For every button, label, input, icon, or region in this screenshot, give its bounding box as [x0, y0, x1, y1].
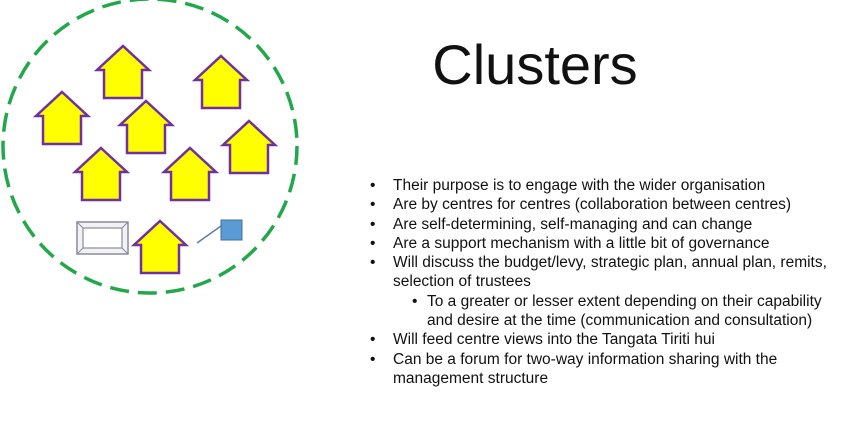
bullet-item: Will feed centre views into the Tangata … [370, 330, 848, 350]
cluster-diagram [1, 0, 299, 295]
house-icon [116, 99, 176, 155]
slide-title: Clusters [432, 33, 638, 96]
house-icon [93, 44, 153, 100]
house-icon [71, 146, 131, 202]
bullet-item: Are by centres for centres (collaboratio… [370, 195, 848, 215]
house-icon [191, 54, 251, 110]
bullet-item: Are a support mechanism with a little bi… [370, 234, 848, 254]
house-icon [160, 146, 220, 202]
bullet-item: Will discuss the budget/levy, strategic … [370, 253, 848, 292]
cluster-boundary [1, 0, 299, 295]
houses-group [32, 44, 279, 275]
picture-frame-icon [76, 221, 129, 255]
bullet-item: Can be a forum for two-way information s… [370, 350, 848, 389]
bullet-item: Are self-determining, self-managing and … [370, 215, 848, 235]
house-icon [130, 219, 190, 275]
bullet-list: Their purpose is to engage with the wide… [370, 176, 848, 388]
house-icon [219, 119, 279, 175]
sub-bullet-item: To a greater or lesser extent depending … [412, 292, 848, 331]
bullet-item: Their purpose is to engage with the wide… [370, 176, 848, 196]
house-icon [32, 90, 92, 146]
flag-icon [196, 219, 243, 244]
